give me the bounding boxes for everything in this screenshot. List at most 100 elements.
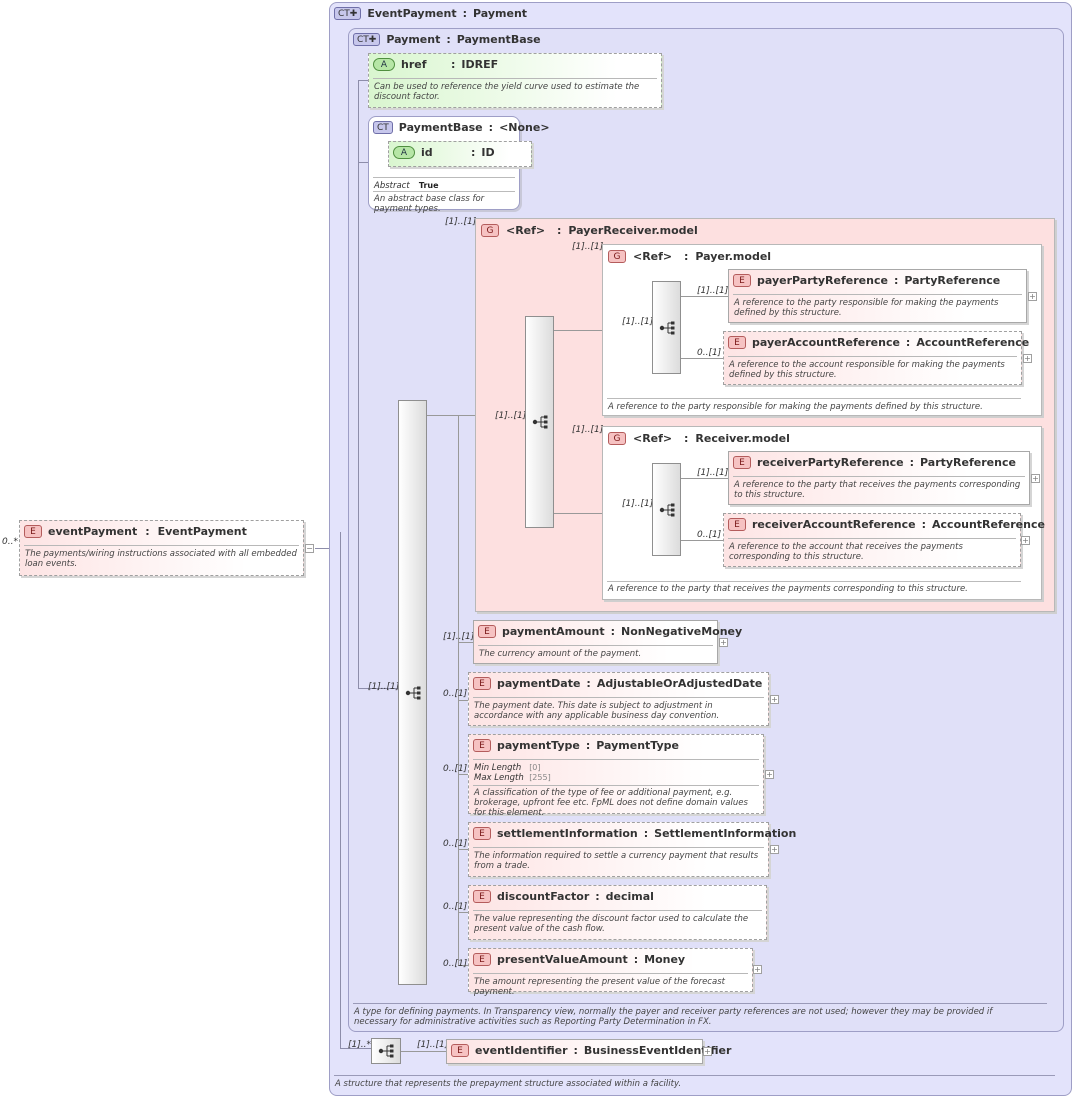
- type-separator: :: [488, 121, 494, 134]
- ct-base: PaymentBase: [456, 33, 541, 46]
- element-event-payment[interactable]: E eventPayment : EventPayment The paymen…: [19, 520, 304, 576]
- group-ref: <Ref>: [506, 224, 546, 237]
- payer-account-ref-multiplicity: 0..[1]: [697, 348, 722, 358]
- element-doc: The amount representing the present valu…: [474, 977, 725, 997]
- element-name: discountFactor: [497, 890, 590, 903]
- present-value-multiplicity: 0..[1]: [443, 959, 468, 969]
- type-separator: :: [684, 250, 689, 263]
- event-sequence-compositor[interactable]: [371, 1038, 401, 1064]
- element-doc: A classification of the type of fee or a…: [474, 788, 748, 818]
- element-doc: A reference to the party that receives t…: [734, 480, 1021, 500]
- payer-receiver-seq-multiplicity: [1]..[1]: [495, 411, 527, 421]
- element-type: PartyReference: [904, 274, 1001, 287]
- element-badge-icon: E: [473, 953, 491, 966]
- expand-plus-icon[interactable]: +: [703, 1047, 712, 1056]
- event-sequence-multiplicity: [1]..*: [348, 1040, 371, 1050]
- element-badge-icon: E: [451, 1044, 469, 1057]
- type-separator: :: [462, 7, 468, 20]
- expand-plus-icon[interactable]: +: [770, 845, 779, 854]
- expand-plus-icon[interactable]: +: [1031, 474, 1040, 483]
- element-type: SettlementInformation: [654, 827, 797, 840]
- element-type: AdjustableOrAdjustedDate: [596, 677, 763, 690]
- element-receiver-account-reference[interactable]: E receiverAccountReference : AccountRefe…: [723, 513, 1045, 567]
- expand-plus-icon[interactable]: +: [753, 965, 762, 974]
- root-multiplicity: 0..*: [2, 537, 18, 547]
- receiver-seq-multiplicity: [1]..[1]: [622, 499, 654, 509]
- min-length-label: Min Length: [474, 763, 522, 773]
- element-doc: A reference to the party responsible for…: [734, 298, 999, 318]
- group-doc: A reference to the party that receives t…: [608, 584, 968, 594]
- expand-plus-icon[interactable]: +: [765, 770, 774, 779]
- type-separator: :: [633, 953, 639, 966]
- element-present-value-amount[interactable]: E presentValueAmount : Money The amount …: [468, 948, 753, 997]
- element-payer-party-reference[interactable]: E payerPartyReference : PartyReference A…: [728, 269, 1027, 323]
- attribute-doc: Can be used to reference the yield curve…: [374, 82, 640, 102]
- payment-type-multiplicity: 0..[1]: [443, 764, 468, 774]
- element-badge-icon: E: [473, 739, 491, 752]
- element-payment-date[interactable]: E paymentDate : AdjustableOrAdjustedDate…: [468, 672, 769, 726]
- attribute-name: id: [421, 146, 433, 159]
- element-receiver-party-reference[interactable]: E receiverPartyReference : PartyReferenc…: [728, 451, 1030, 505]
- event-identifier-multiplicity: [1]..[1]: [417, 1040, 449, 1050]
- expand-plus-icon[interactable]: +: [1028, 292, 1037, 301]
- receiver-group-multiplicity: [1]..[1]: [572, 425, 604, 435]
- element-badge-icon: E: [473, 827, 491, 840]
- sequence-compositor-icon: [378, 1044, 394, 1058]
- receiver-sequence[interactable]: [652, 463, 681, 556]
- expand-plus-icon[interactable]: +: [1021, 536, 1030, 545]
- element-doc: The information required to settle a cur…: [474, 851, 759, 871]
- attribute-href[interactable]: A href : IDREF Can be used to reference …: [368, 53, 662, 108]
- element-doc: A reference to the account responsible f…: [729, 360, 1005, 380]
- type-separator: :: [909, 456, 915, 469]
- element-badge-icon: E: [473, 677, 491, 690]
- complex-type-badge-icon: CT: [373, 121, 393, 134]
- type-separator: :: [446, 33, 451, 46]
- group-name: Receiver.model: [695, 432, 790, 445]
- element-type: Money: [644, 953, 686, 966]
- type-separator: :: [610, 625, 615, 638]
- element-type: PaymentType: [596, 739, 679, 752]
- element-payment-amount[interactable]: E paymentAmount : NonNegativeMoney The c…: [473, 620, 742, 664]
- element-doc: The value representing the discount fact…: [474, 914, 749, 934]
- element-name: paymentAmount: [502, 625, 605, 638]
- element-discount-factor[interactable]: E discountFactor : decimal The value rep…: [468, 885, 767, 940]
- complex-type-badge-icon: CT✚: [353, 33, 381, 46]
- payer-seq-multiplicity: [1]..[1]: [622, 317, 654, 327]
- element-payer-account-reference[interactable]: E payerAccountReference : AccountReferen…: [723, 331, 1029, 385]
- type-separator: :: [573, 1044, 578, 1057]
- group-badge-icon: G: [608, 432, 626, 445]
- type-separator: :: [557, 224, 562, 237]
- ct-base: <None>: [499, 121, 550, 134]
- main-sequence-compositor[interactable]: [398, 400, 427, 985]
- element-doc: The currency amount of the payment.: [479, 649, 642, 659]
- complex-type-badge-icon: CT✚: [334, 7, 362, 20]
- type-separator: :: [586, 677, 591, 690]
- expand-plus-icon[interactable]: +: [1023, 354, 1032, 363]
- element-settlement-information[interactable]: E settlementInformation : SettlementInfo…: [468, 822, 796, 877]
- element-doc: A reference to the account that receives…: [729, 542, 963, 562]
- ct-doc: An abstract base class for payment types…: [374, 194, 485, 214]
- ct-doc: A structure that represents the prepayme…: [335, 1079, 682, 1089]
- payer-receiver-multiplicity: [1]..[1]: [445, 217, 477, 227]
- element-type: PartyReference: [920, 456, 1016, 469]
- ct-doc: A type for defining payments. In Transpa…: [354, 1007, 993, 1027]
- element-name: receiverPartyReference: [757, 456, 904, 469]
- expand-plus-icon[interactable]: +: [719, 638, 728, 647]
- payer-receiver-sequence[interactable]: [525, 316, 554, 528]
- element-event-identifier[interactable]: E eventIdentifier : BusinessEventIdentif…: [446, 1039, 731, 1064]
- element-payment-type[interactable]: E paymentType : PaymentType Min Length […: [468, 734, 764, 818]
- group-badge-icon: G: [481, 224, 499, 237]
- main-sequence-multiplicity: [1]..[1]: [368, 682, 400, 692]
- attribute-type: IDREF: [461, 58, 499, 71]
- element-badge-icon: E: [728, 336, 746, 349]
- attribute-badge-icon: A: [393, 146, 415, 159]
- element-type: AccountReference: [916, 336, 1030, 349]
- attribute-id[interactable]: A id : ID: [388, 141, 532, 167]
- sequence-compositor-icon: [404, 685, 421, 700]
- expand-plus-icon[interactable]: +: [770, 695, 779, 704]
- collapse-minus-icon[interactable]: −: [305, 544, 314, 553]
- receiver-account-ref-multiplicity: 0..[1]: [697, 530, 722, 540]
- settlement-info-multiplicity: 0..[1]: [443, 839, 468, 849]
- payer-sequence[interactable]: [652, 281, 681, 374]
- payer-group-multiplicity: [1]..[1]: [572, 242, 604, 252]
